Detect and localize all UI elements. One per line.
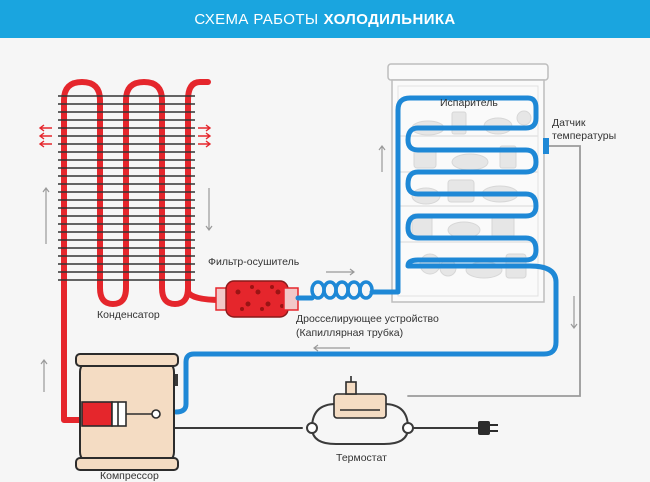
compressor bbox=[75, 353, 179, 471]
refrigerator-diagram: Испаритель Датчик температуры Фильтр-осу… bbox=[38, 63, 616, 482]
temperature-sensor bbox=[543, 138, 549, 154]
thermostat bbox=[306, 376, 414, 434]
power-plug-icon bbox=[478, 421, 498, 435]
diagram-labels: Испаритель Датчик температуры Фильтр-осу… bbox=[97, 97, 616, 482]
title-bold: ХОЛОДИЛЬНИКА bbox=[323, 10, 456, 28]
label-sensor-line1: Датчик bbox=[552, 117, 586, 129]
compressor-to-condenser-pipe bbox=[61, 399, 85, 423]
label-evaporator: Испаритель bbox=[440, 97, 498, 109]
capillary-rings bbox=[310, 280, 374, 300]
cold-pipe bbox=[173, 95, 559, 415]
label-compressor: Компрессор bbox=[100, 470, 159, 482]
label-thermostat: Термостат bbox=[336, 452, 387, 464]
condenser-coil-pipe bbox=[61, 79, 211, 405]
capillary-to-evaporator-pipe bbox=[173, 95, 559, 415]
label-sensor-line2: температуры bbox=[552, 130, 616, 142]
label-filter: Фильтр-осушитель bbox=[208, 256, 300, 268]
flow-arrow-icon bbox=[40, 145, 578, 392]
filter-dryer bbox=[215, 280, 299, 318]
heat-arrow-icon bbox=[38, 124, 212, 148]
label-throttle-line2: (Капиллярная трубка) bbox=[296, 327, 403, 339]
title-regular: СХЕМА РАБОТЫ bbox=[194, 10, 319, 28]
title-bar: СХЕМА РАБОТЫ ХОЛОДИЛЬНИКА bbox=[0, 0, 650, 38]
sensor-capillary-line bbox=[407, 145, 581, 397]
condenser-fins bbox=[58, 95, 195, 281]
label-condenser: Конденсатор bbox=[97, 309, 160, 321]
label-throttle-line1: Дросселирующее устройство bbox=[296, 313, 439, 325]
